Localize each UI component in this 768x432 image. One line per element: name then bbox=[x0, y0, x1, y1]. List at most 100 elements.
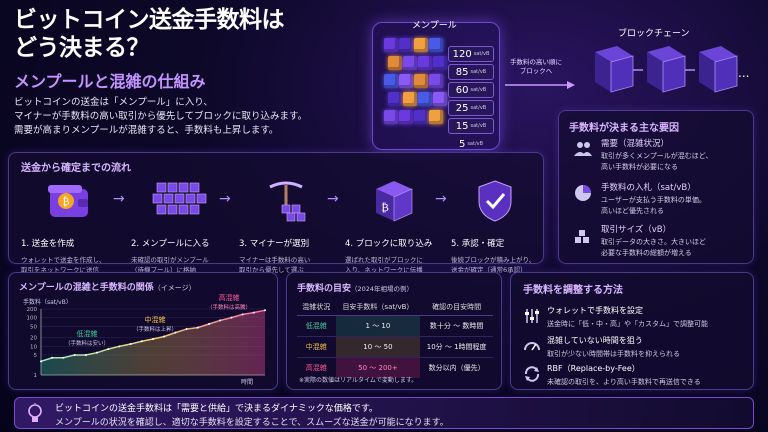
factor-title: 需要（混雑状況） bbox=[601, 139, 670, 149]
flow-step-title: 2. メンプールに入る bbox=[131, 239, 210, 249]
adjust-item: 混雑していない時間を狙う 取引が少ない時間帯は手数料を抑えられる bbox=[521, 335, 680, 359]
blockchain-blocks bbox=[595, 46, 738, 93]
adjust-item: ウォレットで手数料を設定 送金時に「低・中・高」や「カスタム」で調整可能 bbox=[521, 305, 708, 329]
annotation-note: （手数料は高騰） bbox=[207, 305, 252, 311]
fee-rate-value: 60 bbox=[455, 84, 469, 96]
flow-step-title: 4. ブロックに取り込み bbox=[345, 239, 433, 249]
fee-rate-value: 25 bbox=[455, 102, 469, 114]
fee-table-header-row: 混雑状況 目安手数料（sat/vB） 確認の目安時間 bbox=[297, 299, 493, 316]
page-title: ビットコイン送金手数料は どう決まる？ bbox=[14, 6, 285, 62]
fee-table-note: ※実際の数値はリアルタイムで変動します。 bbox=[299, 377, 418, 384]
fee-range: 1 〜 10 bbox=[335, 315, 421, 337]
data-point bbox=[264, 309, 266, 312]
chart-title-note: （イメージ） bbox=[153, 284, 196, 292]
flow-arrow-icon: → bbox=[113, 191, 125, 207]
data-point bbox=[73, 353, 76, 356]
flow-step-desc: 選ばれた取引がブロックに入り、ネットワークに伝播 bbox=[345, 256, 423, 274]
fee-rate-unit: sat/vB bbox=[473, 51, 490, 57]
chart-xlabel: 時間 bbox=[241, 379, 254, 386]
fee-rate-unit: sat/vB bbox=[470, 105, 487, 111]
adjust-item-desc: 取引が少ない時間帯は手数料を抑えられる bbox=[547, 350, 680, 358]
fee-rate-unit: sat/vB bbox=[467, 141, 484, 147]
fee-rate-value: 85 bbox=[455, 66, 469, 78]
mempool-cube bbox=[388, 92, 402, 106]
factor-item: 取引サイズ（vB） 取引データの大きさ。大きいほど必要な手数料の総額が増える bbox=[569, 223, 768, 259]
data-point bbox=[84, 353, 87, 356]
data-point bbox=[185, 328, 188, 331]
mempool-cube bbox=[384, 110, 398, 124]
y-tick-label: 50 bbox=[30, 324, 37, 330]
data-point bbox=[252, 311, 255, 314]
mempool-cube bbox=[433, 56, 447, 70]
arrow-right-icon bbox=[505, 81, 575, 89]
adjust-item-desc: 送金時に「低・中・高」や「カスタム」で調整可能 bbox=[547, 320, 708, 328]
wallet-icon: ₿ bbox=[17, 177, 121, 225]
annotation-label: 高混雑 bbox=[218, 294, 240, 302]
sliders-icon bbox=[525, 309, 539, 323]
annotation-mid: 中混雑 （手数料は上昇） bbox=[133, 315, 177, 333]
fee-table: 混雑状況 目安手数料（sat/vB） 確認の目安時間 低混雑 1 〜 10 数十… bbox=[297, 299, 493, 378]
factor-desc: 取引データの大きさ。大きいほど必要な手数料の総額が増える bbox=[601, 238, 706, 257]
lightbulb-icon bbox=[28, 403, 42, 422]
mempool-cube bbox=[399, 38, 413, 52]
fee-table-title-text: 手数料の目安 bbox=[297, 284, 352, 294]
confirm-time: 数分以内（優先） bbox=[420, 357, 493, 378]
users-icon bbox=[574, 142, 592, 156]
data-point bbox=[140, 340, 143, 343]
data-point bbox=[129, 343, 132, 346]
block-icon: ₿ bbox=[341, 177, 445, 225]
chain-block bbox=[595, 46, 634, 93]
adjust-item: RBF（Replace-by-Fee） 未確認の取引を、より高い手数料で再送信で… bbox=[521, 363, 701, 387]
fee-rate-unit: sat/vB bbox=[470, 87, 487, 93]
adjust-item-title: ウォレットで手数料を設定 bbox=[547, 306, 643, 315]
confirm-time: 数十分 〜 数時間 bbox=[420, 315, 493, 337]
flow-step: 2. メンプールに入る 未確認の取引がメンプール（待機プール）に格納 bbox=[127, 177, 231, 275]
flow-arrow-icon: → bbox=[327, 191, 339, 207]
data-point bbox=[152, 337, 154, 340]
mempool-cube bbox=[388, 56, 402, 70]
annotation-label: 中混雑 bbox=[144, 316, 166, 324]
pie-chart-icon bbox=[575, 185, 591, 201]
fee-rate-value: 120 bbox=[452, 48, 472, 60]
data-point bbox=[96, 351, 98, 354]
chart-ylabel: 手数料（sat/vB） bbox=[23, 299, 72, 306]
annotation-low: 低混雑 （手数料は安い） bbox=[65, 329, 109, 347]
mempool-cube bbox=[433, 92, 447, 106]
fee-level-mid: 中混雑 bbox=[297, 336, 336, 358]
factors-panel: 手数料が決まる主な要因 需要（混雑状況） 取引が多くメンプールが混むほど、高い手… bbox=[558, 110, 754, 264]
series-area bbox=[41, 310, 265, 375]
mempool-cube bbox=[429, 74, 443, 88]
flow-arrow-icon: → bbox=[435, 191, 447, 207]
data-point bbox=[51, 356, 54, 359]
mempool-cube bbox=[429, 38, 443, 52]
flow-step: ₿ 4. ブロックに取り込み 選ばれた取引がブロックに入り、ネットワークに伝播 bbox=[341, 177, 445, 275]
adjust-item-desc: 未確認の取引を、より高い手数料で再送信できる bbox=[547, 378, 701, 386]
mempool-cube bbox=[384, 38, 398, 52]
page-subtitle: メンプールと混雑の仕組み bbox=[14, 72, 206, 91]
flow-step-desc: 未確認の取引がメンプール（待機プール）に格納 bbox=[131, 256, 209, 274]
fee-rate-unit: sat/vB bbox=[470, 69, 487, 75]
flow-step: 5. 承認・確定 後続ブロックが積み上がり、送金が確定（通常6承認） bbox=[447, 177, 543, 275]
refresh-icon bbox=[524, 366, 540, 382]
fee-level-high: 高混雑 bbox=[297, 357, 336, 378]
confirm-time: 10分 〜 1時間程度 bbox=[420, 336, 493, 358]
data-point bbox=[40, 360, 42, 363]
annotation-high: 高混雑 （手数料は高騰） bbox=[207, 293, 251, 311]
fee-table-title: 手数料の目安（2024年相場の例） bbox=[297, 281, 413, 294]
mempool-cube bbox=[414, 38, 428, 52]
mempool-cube bbox=[429, 110, 443, 124]
title-line-1: ビットコイン送金手数料は bbox=[14, 7, 285, 33]
data-point bbox=[230, 316, 233, 319]
fee-range: 50 〜 200+ bbox=[335, 357, 421, 378]
fee-rate-unit: sat/vB bbox=[470, 123, 487, 129]
flow-step-desc: マイナーは手数料の高い取引から優先して選ぶ bbox=[239, 256, 311, 274]
chain-ellipsis: ... bbox=[738, 66, 750, 80]
factor-desc: 取引が多くメンプールが混むほど、高い手数料が必要になる bbox=[601, 152, 713, 171]
mempool-cube bbox=[418, 92, 432, 106]
data-point bbox=[174, 331, 177, 334]
fee-table-panel: 手数料の目安（2024年相場の例） 混雑状況 目安手数料（sat/vB） 確認の… bbox=[286, 272, 502, 390]
fee-table-header: 混雑状況 bbox=[297, 299, 336, 316]
